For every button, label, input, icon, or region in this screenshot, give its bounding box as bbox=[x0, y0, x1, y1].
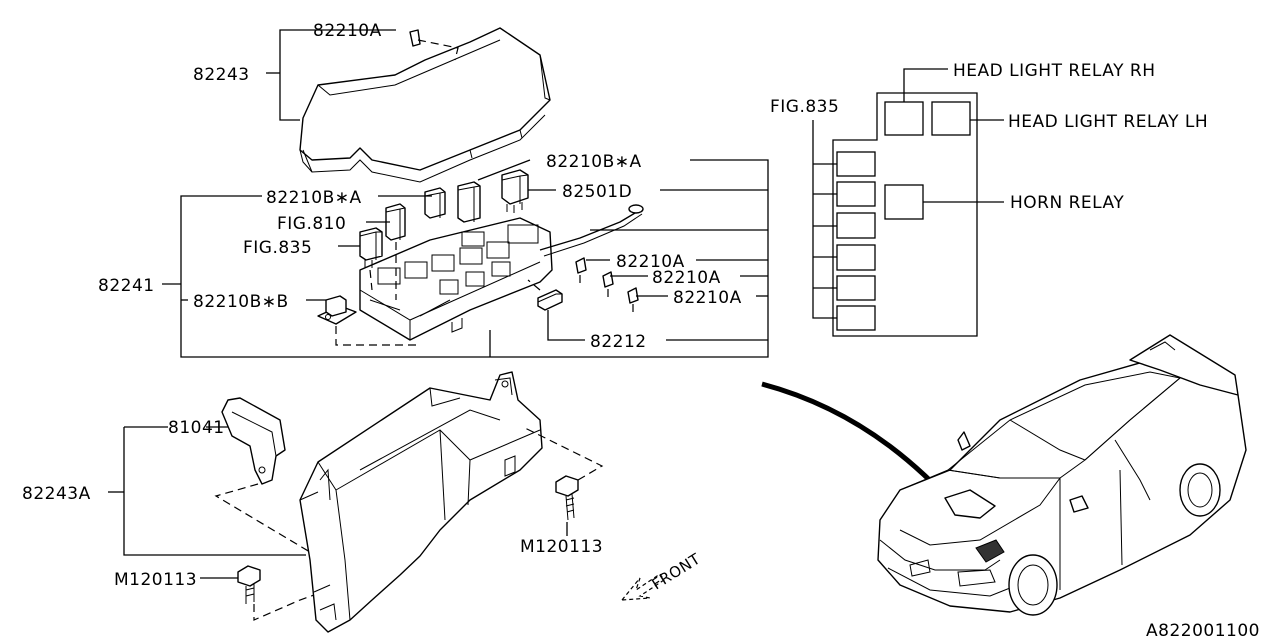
fuse-relay-box bbox=[359, 204, 644, 341]
relay-layout-diagram bbox=[812, 68, 1004, 337]
label-bracket: 81041 bbox=[168, 418, 225, 438]
horn-relay-box bbox=[884, 184, 924, 220]
label-fig835-left: FIG.835 bbox=[243, 238, 312, 258]
label-lower-case: 82243A bbox=[22, 484, 91, 504]
label-head-light-lh: HEAD LIGHT RELAY LH bbox=[1008, 112, 1208, 132]
bolt-right-part bbox=[524, 427, 604, 521]
label-cover-clip: 82210A bbox=[313, 21, 382, 41]
label-fuse-box: 82241 bbox=[98, 276, 155, 296]
label-relay-a-left: 82210B∗A bbox=[266, 188, 362, 208]
label-bolt-left: M120113 bbox=[114, 570, 197, 590]
head-light-lh-relay-box bbox=[931, 101, 971, 136]
relay-b-part bbox=[317, 295, 420, 346]
label-cover: 82243 bbox=[193, 65, 250, 85]
relay-a-left-part bbox=[424, 187, 446, 219]
fuse-82210a-parts bbox=[575, 257, 639, 314]
label-fuse-puller: 82212 bbox=[590, 332, 647, 352]
fuse-puller-part bbox=[527, 279, 563, 311]
relay-fig810-part bbox=[385, 203, 406, 300]
diagram-id: A822001100 bbox=[1146, 621, 1260, 640]
front-arrow: FRONT bbox=[620, 549, 704, 601]
label-head-light-rh: HEAD LIGHT RELAY RH bbox=[953, 61, 1156, 81]
relay-82501d-part bbox=[501, 169, 529, 213]
bracket-part bbox=[214, 397, 311, 553]
label-fuse-a3: 82210A bbox=[673, 288, 742, 308]
label-fig835-right: FIG.835 bbox=[770, 97, 839, 117]
label-front: FRONT bbox=[649, 549, 704, 593]
relay-fig835-part bbox=[359, 227, 383, 291]
label-relay-82501d: 82501D bbox=[562, 182, 632, 202]
label-fuse-a1: 82210A bbox=[616, 252, 685, 272]
label-relay-b: 82210B∗B bbox=[193, 292, 289, 312]
label-bolt-right: M120113 bbox=[520, 537, 603, 557]
head-light-rh-relay-box bbox=[884, 101, 924, 136]
label-horn-relay: HORN RELAY bbox=[1010, 193, 1124, 213]
relay-a-top-part bbox=[457, 181, 481, 223]
label-relay-a-top: 82210B∗A bbox=[546, 152, 642, 172]
bolt-left-part bbox=[237, 565, 315, 621]
lower-case-part bbox=[299, 371, 543, 633]
fuse-box-cover bbox=[299, 27, 551, 183]
cover-clip-part bbox=[409, 29, 459, 61]
label-fig810: FIG.810 bbox=[277, 214, 346, 234]
car-illustration bbox=[761, 334, 1247, 616]
label-fuse-a2: 82210A bbox=[652, 268, 721, 288]
